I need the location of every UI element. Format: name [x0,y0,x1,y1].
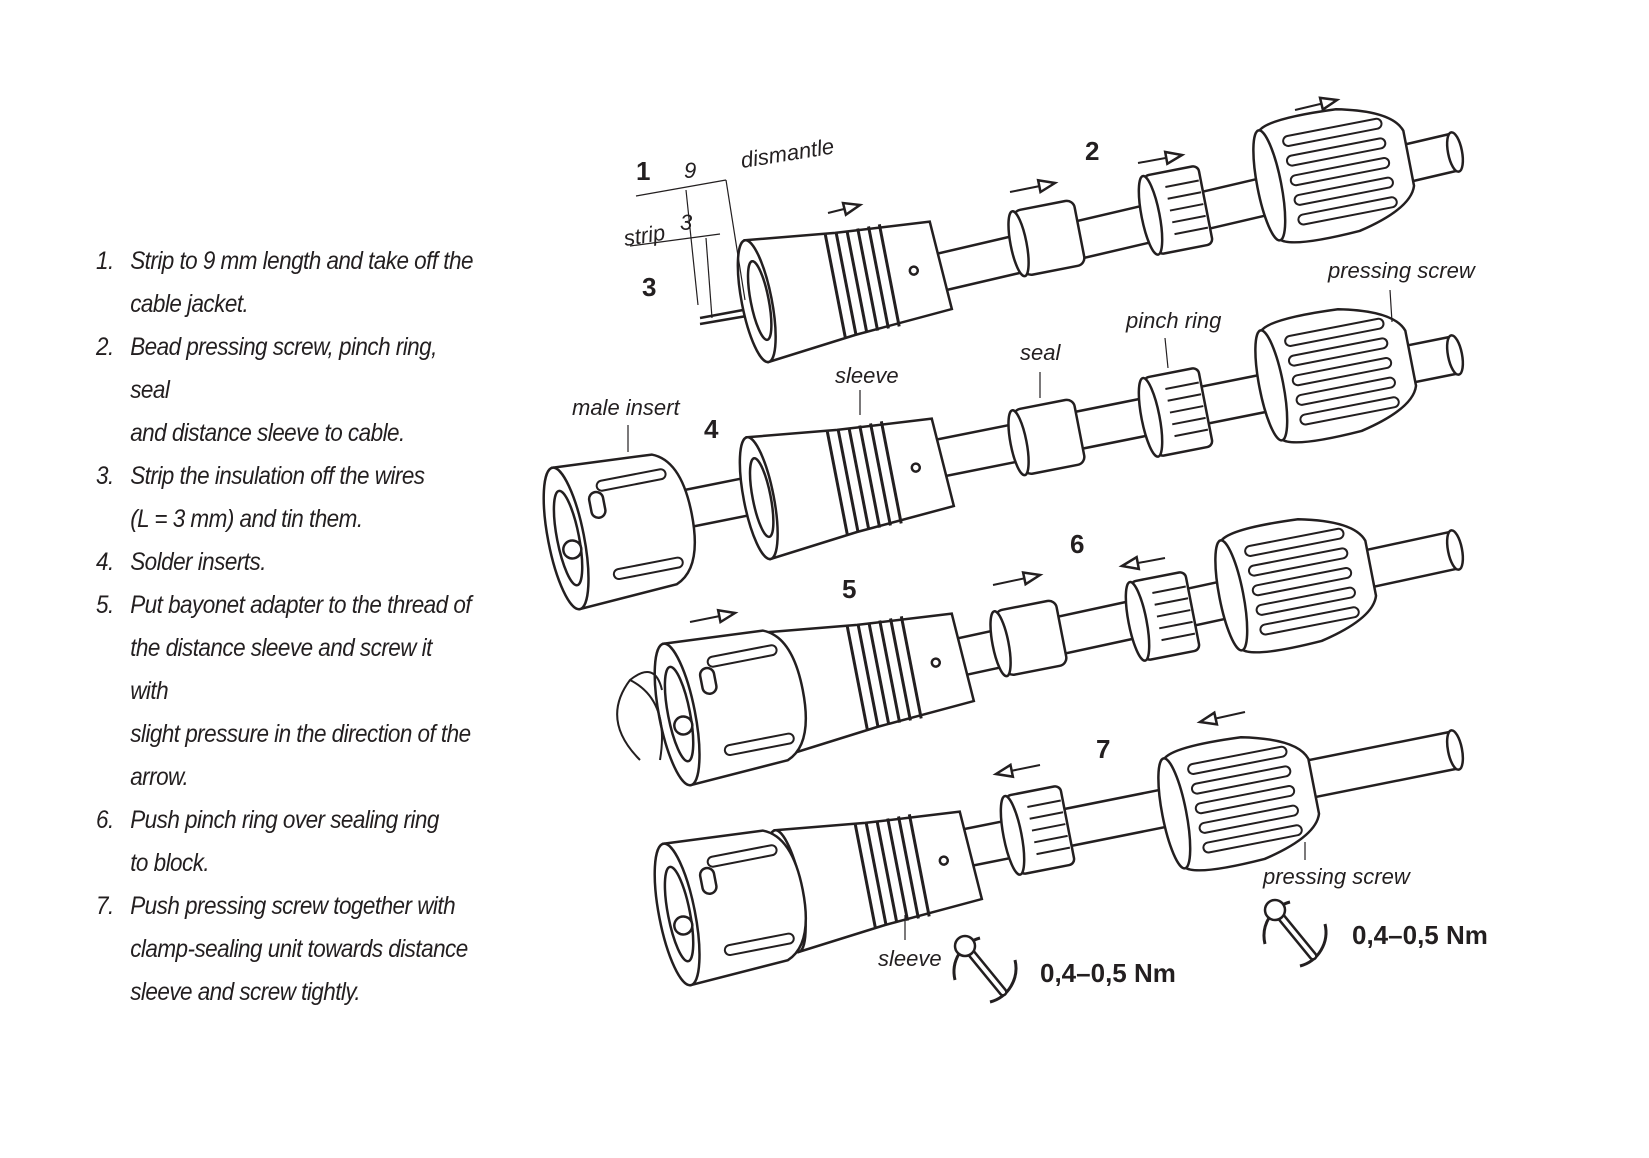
direction-arrow-icon [827,201,864,217]
wrench-torque-icon [952,934,1018,1004]
pressing-screw [1214,517,1378,654]
cable-end [1445,729,1465,771]
instruction-text: Put bayonet adapter to the thread of the… [130,591,472,791]
step-1-number: 1 [636,156,650,186]
pressing-screw [1252,107,1416,244]
seal [1007,199,1086,278]
cable-end [1445,131,1465,173]
instruction-item: 1. Strip to 9 mm length and take off the … [96,240,474,326]
direction-arrow-icon [1137,150,1186,166]
pressing-screw-label-bottom: pressing screw [1262,864,1412,889]
instruction-text: Push pressing screw together with clamp-… [130,892,468,1006]
pressing-screw [1254,307,1418,444]
sleeve [738,417,956,561]
instruction-item: 6. Push pinch ring over sealing ring to b… [96,799,474,885]
male-insert [653,829,808,987]
step-7-number: 7 [1096,734,1110,764]
cable-end [1445,529,1465,571]
direction-arrow-icon [1118,555,1166,571]
step-4-number: 4 [704,414,719,444]
instruction-number: 4. [96,548,114,576]
instruction-text: Solder inserts. [130,548,266,576]
instruction-text: Strip to 9 mm length and take off the ca… [130,247,473,318]
pinch-ring [999,785,1076,876]
step-2-number: 2 [1085,136,1099,166]
instruction-number: 6. [96,806,114,834]
pinch-ring [1137,367,1214,458]
instruction-number: 3. [96,462,114,490]
male-insert [653,629,808,787]
sleeve-label: sleeve [835,363,899,388]
instruction-number: 7. [96,892,114,920]
dimension-3: 3 [680,210,693,235]
direction-arrow-icon [1294,96,1341,112]
instruction-item: 5. Put bayonet adapter to the thread of t… [96,584,474,799]
direction-arrow-icon [992,570,1044,587]
pressing-screw [1157,735,1321,872]
seal [989,599,1068,678]
instruction-text: Push pinch ring over sealing ring to blo… [130,806,439,877]
pinch-ring-label: pinch ring [1125,308,1222,333]
dismantle-label: dismantle [739,134,836,173]
dimension-9: 9 [684,158,696,183]
instruction-item: 7. Push pressing screw together with clam… [96,885,474,1014]
pressing-screw-label: pressing screw [1327,258,1477,283]
pinch-ring [1124,571,1201,662]
torque-value-sleeve: 0,4–0,5 Nm [1040,958,1176,988]
step-5-number: 5 [842,574,856,604]
seal-label: seal [1020,340,1061,365]
instruction-number: 2. [96,333,114,361]
seal [1007,398,1086,477]
male-insert [542,453,697,611]
male-insert-label: male insert [572,395,680,420]
strip-label: strip [622,220,667,251]
wrench-torque-icon [1262,898,1328,968]
pinch-ring [1137,165,1214,256]
instruction-item: 2. Bead pressing screw, pinch ring, seal … [96,326,474,455]
direction-arrow-icon [1196,710,1246,726]
instruction-number: 5. [96,591,114,619]
step-6-number: 6 [1070,529,1084,559]
sleeve-label-bottom: sleeve [878,946,942,971]
step-3-number: 3 [642,272,656,302]
instruction-item: 3. Strip the insulation off the wires (L … [96,455,474,541]
sleeve [736,220,954,364]
instruction-text: Strip the insulation off the wires (L = … [130,462,425,533]
direction-arrow-icon [1009,178,1059,195]
direction-arrow-icon [689,608,739,625]
cable-end [1445,334,1465,376]
instruction-number: 1. [96,247,114,275]
instruction-list: 1. Strip to 9 mm length and take off the … [96,240,516,1014]
instruction-text: Bead pressing screw, pinch ring, seal an… [130,333,437,447]
direction-arrow-icon [992,762,1041,779]
instruction-item: 4. Solder inserts. [96,541,474,584]
torque-value-pressing-screw: 0,4–0,5 Nm [1352,920,1488,950]
